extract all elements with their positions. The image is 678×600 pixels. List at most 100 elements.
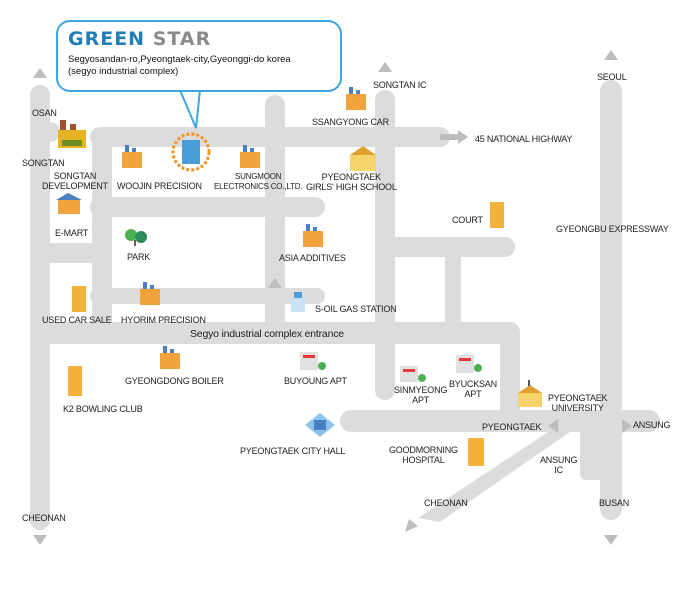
label-emart: E-MART [55,228,89,238]
label-buyoung: BUYOUNG APT [284,376,347,386]
road-diagonal [418,432,570,522]
label-cheonan-bottom: CHEONAN [424,498,468,508]
label-girls-line2: GIRLS' HIGH SCHOOL [306,182,397,192]
arrow-down-left-icon [405,519,418,532]
company-address-line1: Segyosandan-ro,Pyeongtaek-city,Gyeonggi-… [68,54,291,65]
label-byucksan-line1: BYUCKSAN [449,379,497,389]
label-byucksan: BYUCKSAN APT [449,379,497,399]
apartment-icon [400,366,426,382]
label-pyeongtaek-girls: PYEONGTAEK GIRLS' HIGH SCHOOL [306,172,397,192]
factory-icon [240,145,260,168]
label-soil: S-OIL GAS STATION [315,304,397,314]
label-ansung-ic: ANSUNG IC [540,455,578,475]
label-goodmorning-line2: HOSPITAL [402,455,445,465]
factory-icon [303,224,323,247]
label-seoul: SEOUL [597,72,627,82]
mart-icon [56,193,82,214]
target-building-icon [182,140,200,164]
arrow-up-icon [33,68,47,78]
arrow-left-icon [548,419,558,433]
label-ansung-ic-line2: IC [554,465,563,475]
school-icon [350,146,376,171]
road-ic-loop [580,462,620,480]
company-logo: GREEN STAR [68,28,340,50]
label-gyeongdong: GYEONGDONG BOILER [125,376,224,386]
label-hyorim: HYORIM PRECISION [121,315,206,325]
label-cheonan-left: CHEONAN [22,513,66,523]
arrow-down-icon [604,535,618,545]
arrow-right-icon [622,419,632,433]
arrow-up-icon [604,50,618,60]
court-building-icon [490,202,504,228]
label-girls-line1: PYEONGTAEK [321,172,382,182]
label-univ-line2: UNIVERSITY [551,403,604,413]
label-ssangyong: SSANGYONG CAR [312,117,389,127]
factory-icon [122,145,142,168]
arrow-up-icon [378,62,392,72]
arrow-up-icon [268,278,282,288]
factory-icon [140,282,160,305]
label-ansung: ANSUNG [633,420,671,430]
road-segment [30,122,60,142]
label-court: COURT [452,215,483,225]
road-vertical-1 [92,127,112,342]
apartment-icon [456,355,482,373]
factory-icon [346,87,366,110]
label-pyeongtaek-university: PYEONGTAEK UNIVERSITY [548,393,608,413]
label-k2-bowling: K2 BOWLING CLUB [63,404,143,414]
company-address-line2: (segyo industrial complex) [68,66,179,77]
road-second-horizontal [90,197,325,217]
apartment-icon [300,352,326,370]
label-national-highway: 45 NATIONAL HIGHWAY [475,134,573,144]
label-complex-entrance: Segyo industrial complex entrance [190,328,344,340]
k2-building-icon [68,366,82,396]
arrow-right-icon [458,130,468,144]
label-sinmyeong-line2: APT [412,395,430,405]
label-used-car-sale: USED CAR SALE [42,315,112,325]
label-woojin: WOOJIN PRECISION [117,181,202,191]
road-segment [30,243,100,263]
university-icon [518,380,542,407]
arrow-shaft [440,134,458,140]
factory-icon [160,346,180,369]
label-byucksan-line2: APT [464,389,482,399]
label-songtan-dev-line1: SONGTAN [53,171,97,181]
label-sungmoon-line2: ELECTRONICS CO.,LTD. [214,182,303,191]
label-songtan-development: SONGTAN DEVELOPMENT [42,171,108,191]
label-goodmorning: GOODMORNING HOSPITAL [389,445,458,465]
hospital-building-icon [468,438,484,466]
road-expressway [600,80,622,520]
company-info-bubble: GREEN STAR Segyosandan-ro,Pyeongtaek-cit… [56,20,342,92]
label-songtan-dev-line2: DEVELOPMENT [42,181,108,191]
company-name-star: STAR [152,28,212,50]
tree-icon [125,229,147,246]
label-ansung-ic-line1: ANSUNG [540,455,578,465]
label-busan: BUSAN [599,498,630,508]
bubble-pointer [178,89,202,129]
label-asia-additives: ASIA ADDITIVES [279,253,346,263]
gas-station-icon [291,292,305,312]
used-car-building-icon [72,286,86,312]
label-univ-line1: PYEONGTAEK [548,393,608,403]
label-sinmyeong: SINMYEONG APT [394,385,447,405]
road-vertical-2 [265,95,285,340]
label-sinmyeong-line1: SINMYEONG [394,385,448,395]
target-ring [171,132,211,172]
label-songtan-ic: SONGTAN IC [373,80,427,90]
factory-icon [58,120,86,148]
label-songtan: SONGTAN [22,158,65,168]
label-park: PARK [127,252,151,262]
arrow-down-icon [33,535,47,545]
label-pyeongtaek: PYEONGTAEK [482,422,542,432]
city-hall-icon [305,413,335,437]
road-segment [445,237,461,332]
label-city-hall: PYEONGTAEK CITY HALL [240,446,346,456]
label-sungmoon: SUNGMOON ELECTRONICS CO.,LTD. [214,172,303,192]
road-segment [500,322,520,422]
road-third-horizontal [90,288,325,304]
label-sungmoon-line1: SUNGMOON [234,172,282,181]
road-left-vertical [30,85,50,530]
label-osan: OSAN [32,108,57,118]
